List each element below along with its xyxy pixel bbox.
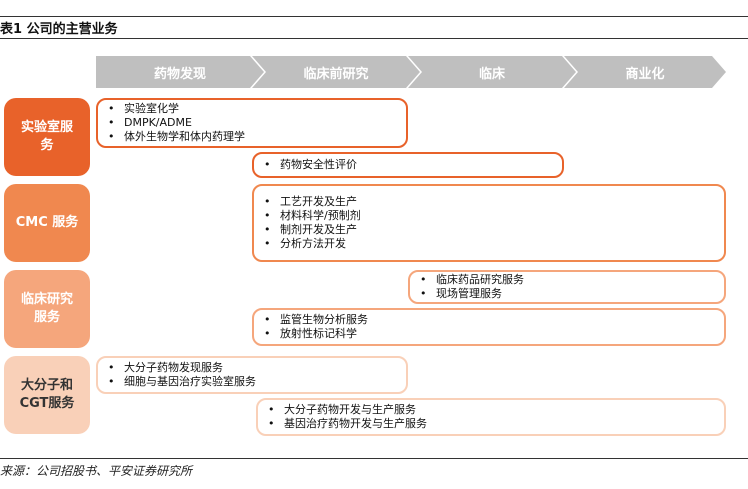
list-item: 现场管理服务 <box>418 287 716 301</box>
list-item: 监管生物分析服务 <box>262 313 716 327</box>
list-item: 大分子药物发现服务 <box>106 361 398 375</box>
box-lab-safety: 药物安全性评价 <box>252 152 564 178</box>
box-biologics-manufacturing: 大分子药物开发与生产服务 基因治疗药物开发与生产服务 <box>256 398 726 436</box>
stage-preclinical: 临床前研究 <box>252 56 420 88</box>
box-cmc: 工艺开发及生产 材料科学/预制剂 制剂开发及生产 分析方法开发 <box>252 184 726 262</box>
list-item: 大分子药物开发与生产服务 <box>266 403 716 417</box>
stage-commercial: 商业化 <box>564 56 726 88</box>
box-lab-discovery: 实验室化学 DMPK/ADME 体外生物学和体内药理学 <box>96 98 408 148</box>
category-label: 大分子和 CGT服务 <box>19 378 75 411</box>
list-item: 分析方法开发 <box>262 237 716 251</box>
title-rule <box>0 38 748 39</box>
box-biologics-discovery: 大分子药物发现服务 细胞与基因治疗实验室服务 <box>96 356 408 394</box>
list-item: 临床药品研究服务 <box>418 273 716 287</box>
top-rule <box>0 16 748 17</box>
category-label: 实验室服 务 <box>20 120 73 153</box>
box-clinical-bioanalysis: 监管生物分析服务 放射性标记科学 <box>252 308 726 346</box>
list-item: 放射性标记科学 <box>262 327 716 341</box>
list-item: 体外生物学和体内药理学 <box>106 130 398 144</box>
list-item: 材料科学/预制剂 <box>262 209 716 223</box>
list-item: 工艺开发及生产 <box>262 195 716 209</box>
stage-clinical: 临床 <box>408 56 576 88</box>
list-item: 制剂开发及生产 <box>262 223 716 237</box>
category-lab-services: 实验室服 务 <box>4 98 90 176</box>
stage-drug-discovery: 药物发现 <box>96 56 264 88</box>
list-item: 药物安全性评价 <box>262 158 554 172</box>
list-item: DMPK/ADME <box>106 116 398 130</box>
source-note: 来源：公司招股书、平安证券研究所 <box>0 464 193 478</box>
category-biologics-cgt-services: 大分子和 CGT服务 <box>4 356 90 434</box>
list-item: 细胞与基因治疗实验室服务 <box>106 375 398 389</box>
list-item: 实验室化学 <box>106 102 398 116</box>
bottom-rule <box>0 458 748 459</box>
category-clinical-services: 临床研究 服务 <box>4 270 90 348</box>
table-title: 表1 公司的主营业务 <box>0 22 118 37</box>
category-label: CMC 服务 <box>15 215 79 230</box>
category-label: 临床研究 服务 <box>20 292 73 325</box>
category-cmc-services: CMC 服务 <box>4 184 90 262</box>
box-clinical-site: 临床药品研究服务 现场管理服务 <box>408 270 726 304</box>
list-item: 基因治疗药物开发与生产服务 <box>266 417 716 431</box>
